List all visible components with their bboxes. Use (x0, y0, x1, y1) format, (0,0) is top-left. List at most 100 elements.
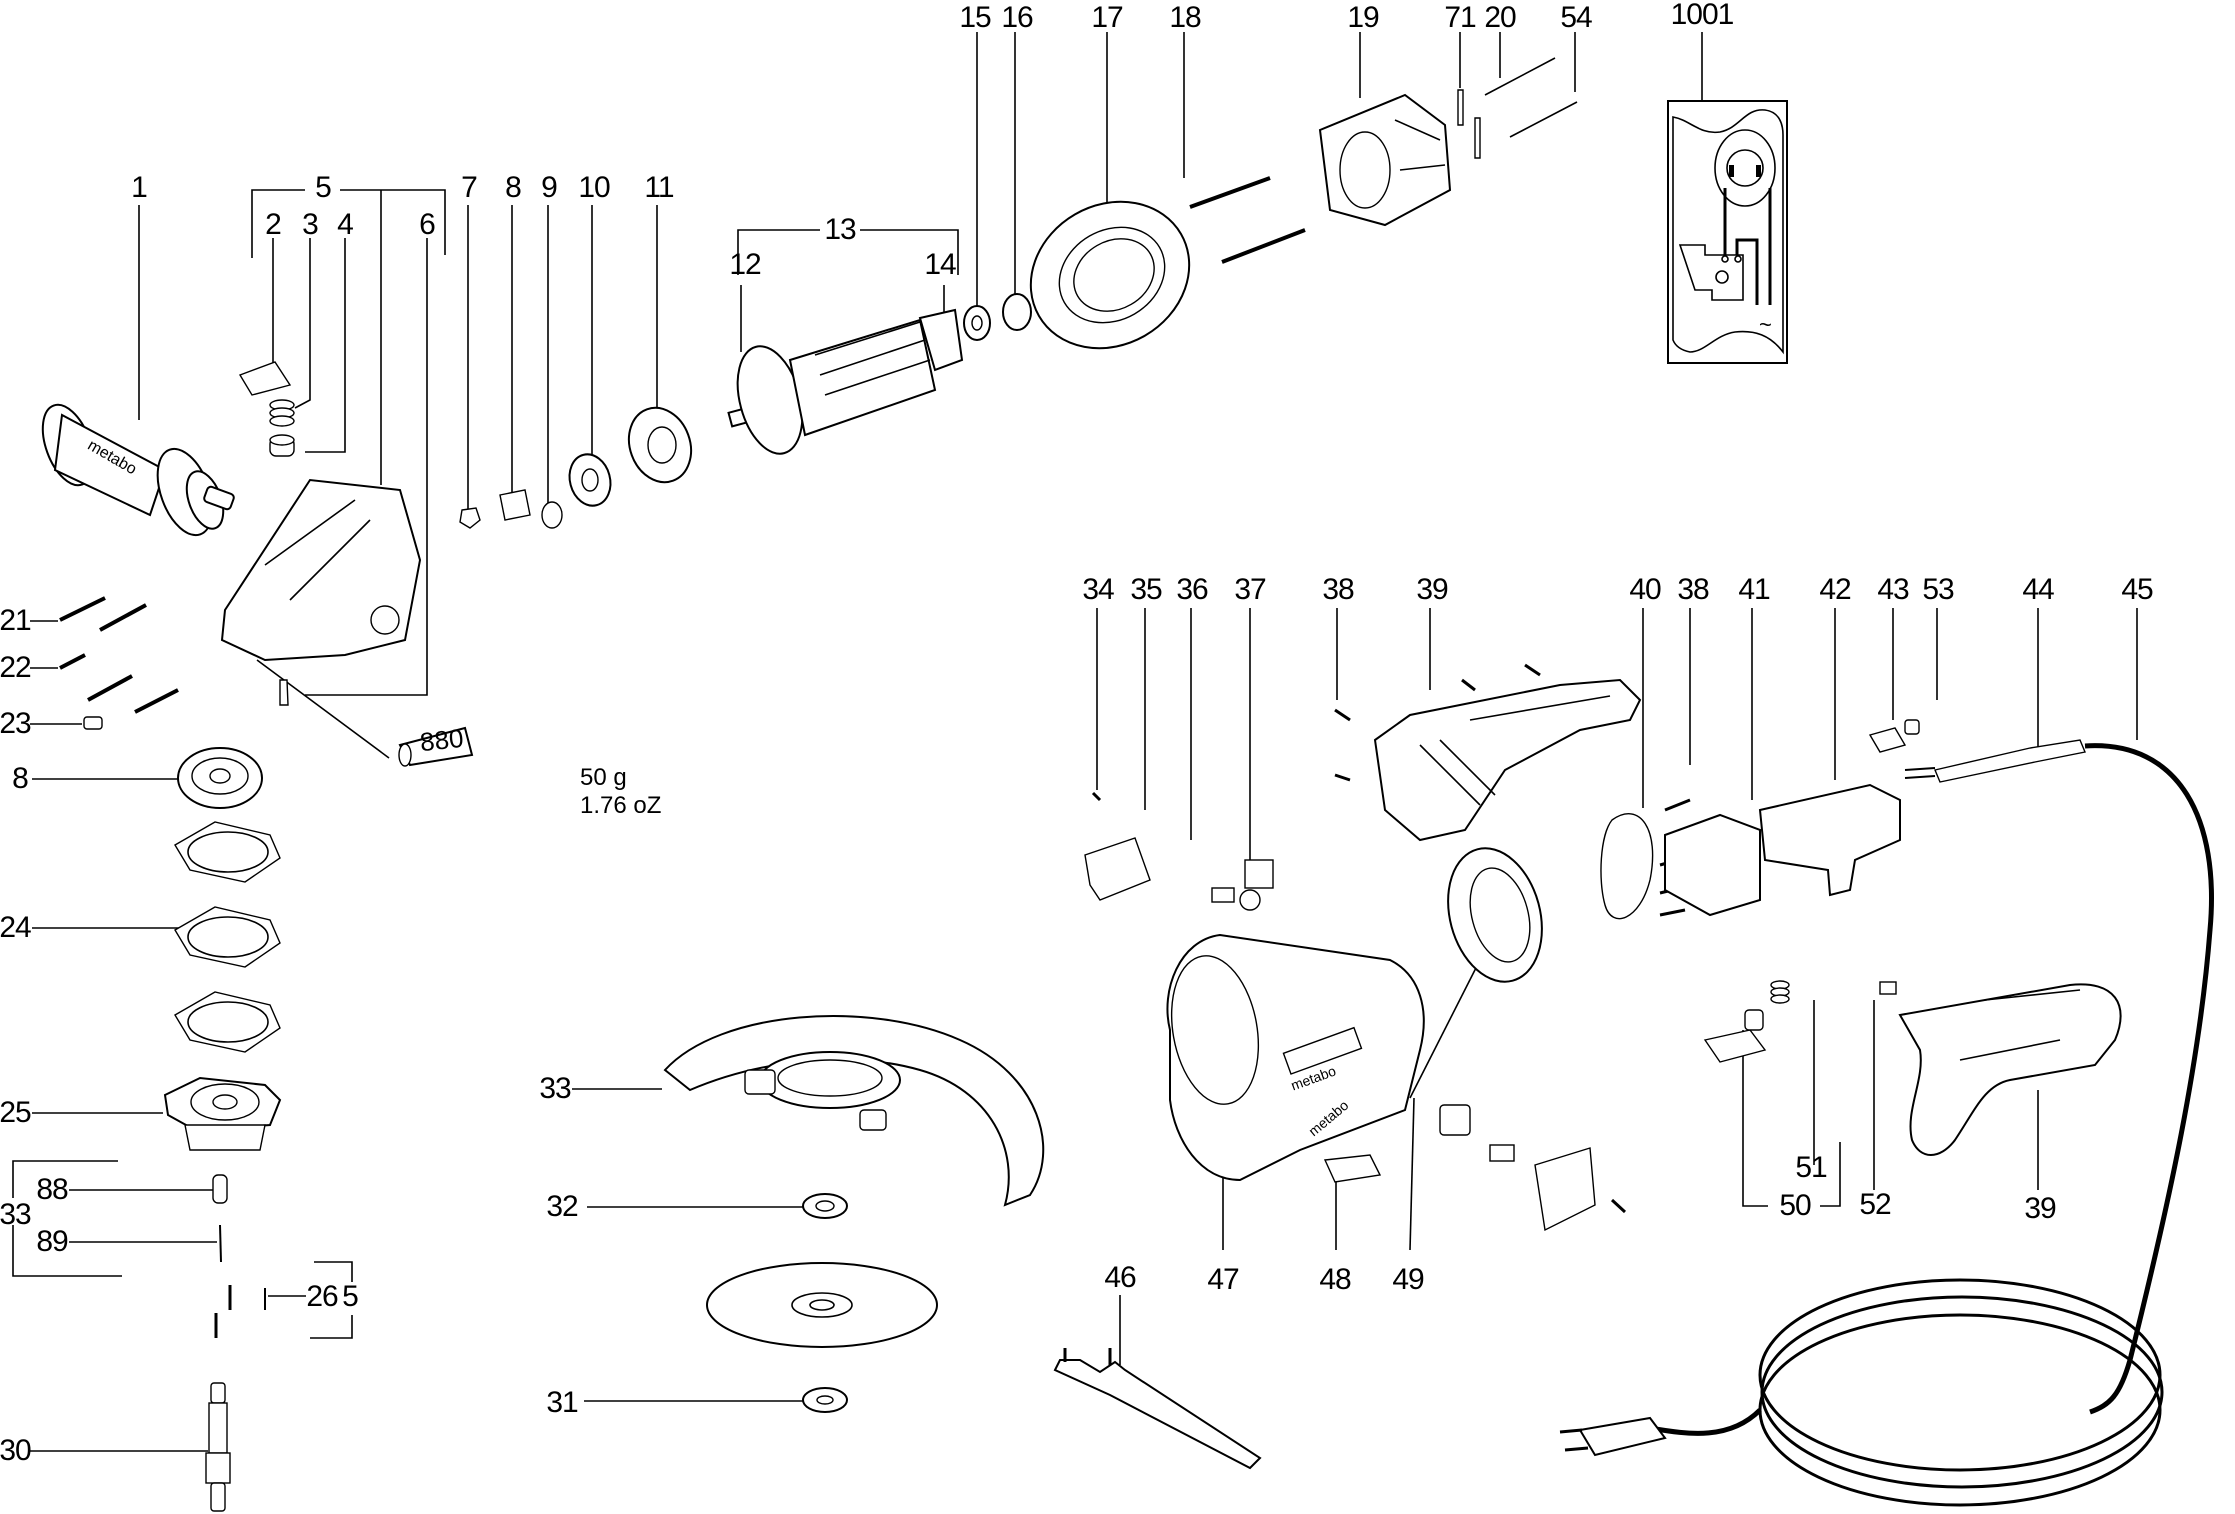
callout-label: 6 (419, 208, 436, 241)
part-brush-cover-35 (1084, 837, 1151, 901)
callout-label: 5 (342, 1280, 359, 1313)
part-spindle-30 (205, 1382, 231, 1512)
part-2 (238, 361, 292, 396)
callout-label: 11 (644, 171, 674, 204)
callout-label: 21 (0, 604, 32, 637)
callout-label: 24 (0, 911, 32, 944)
part-switch-42 (1758, 783, 1901, 897)
callout-label: 14 (924, 248, 956, 281)
callout-label: 31 (546, 1386, 578, 1419)
callout-label: 37 (1234, 573, 1266, 606)
callout-label: 41 (1738, 573, 1770, 606)
callout-label: 44 (2022, 573, 2054, 606)
callout-label: 22 (0, 651, 32, 684)
part-screws-18 (1189, 176, 1306, 264)
callout-label: 8 (12, 762, 29, 795)
callout-label: 38 (1322, 573, 1354, 606)
part-50 (1703, 1029, 1767, 1063)
part-spring-3 (269, 399, 295, 427)
part-spring-51 (1770, 980, 1790, 1004)
callout-label: 16 (1001, 1, 1033, 34)
callout-label: 43 (1877, 573, 1909, 606)
callout-label: 34 (1082, 573, 1114, 606)
part-11 (627, 406, 693, 484)
callout-label: 7 (461, 171, 478, 204)
leader-lines (12, 32, 2138, 1452)
part-bevel-gear-8 (177, 747, 263, 809)
part-brush-36 (1211, 887, 1235, 903)
callout-label: 17 (1091, 1, 1123, 34)
callout-label: 1 (131, 171, 148, 204)
callout-label: 51 (1795, 1151, 1827, 1184)
part-baffle-17 (1029, 200, 1191, 350)
callout-label: 71 (1444, 1, 1476, 34)
part-flange-25 (163, 1076, 282, 1151)
callout-label: 39 (1416, 573, 1448, 606)
callout-label: 49 (1392, 1263, 1424, 1296)
part-wheel-guard-33 (663, 1015, 1045, 1207)
callout-label: 52 (1859, 1188, 1891, 1221)
callout-label: 13 (824, 213, 856, 246)
callout-label: 46 (1104, 1261, 1136, 1294)
part-brush-holder-37 (1239, 859, 1274, 911)
callout-label: 25 (0, 1096, 32, 1129)
callout-label: 48 (1319, 1263, 1351, 1296)
callout-label: 35 (1130, 573, 1162, 606)
callout-label: 36 (1176, 573, 1208, 606)
callout-label: 54 (1560, 1, 1592, 34)
callout-label: 9 (541, 171, 558, 204)
part-4 (269, 434, 295, 457)
callout-label: 19 (1347, 1, 1379, 34)
part-53 (1904, 719, 1920, 735)
part-43 (1868, 727, 1907, 753)
callout-label: 50 (1779, 1189, 1811, 1222)
callout-label: 8 (505, 171, 522, 204)
callout-label: 33 (539, 1072, 571, 1105)
callout-label: 3 (302, 208, 319, 241)
callout-label: 33 (0, 1198, 32, 1231)
callout-label: 12 (729, 248, 761, 281)
part-motor-housing-47 (1166, 933, 1425, 1182)
part-40 (1600, 813, 1654, 920)
grease-tube-880 (398, 726, 474, 767)
part-gaskets-24 (174, 821, 281, 1053)
callout-label: 5 (315, 171, 332, 204)
callout-label: 40 (1629, 573, 1661, 606)
part-71 (1457, 89, 1464, 126)
part-side-handle (41, 403, 235, 537)
part-screws-21-23 (59, 596, 179, 730)
part-88 (212, 1174, 228, 1204)
callout-label: 45 (2121, 573, 2153, 606)
part-clamp-nut-31 (802, 1387, 848, 1413)
part-housing-39 (1373, 678, 1642, 842)
part-wiring-diagram-1001 (1667, 100, 1788, 364)
part-spanner-46 (1053, 1348, 1262, 1470)
part-wire-54 (1509, 101, 1578, 138)
callout-label: 2 (265, 208, 282, 241)
grease-weight-metric: 50 g (580, 764, 627, 791)
part-flange-32 (802, 1193, 848, 1219)
part-label-48 (1323, 1154, 1382, 1183)
callout-label: 53 (1922, 573, 1954, 606)
part-49 (1447, 847, 1543, 983)
callout-label: 32 (546, 1190, 578, 1223)
callout-label: 39 (2024, 1192, 2056, 1225)
callout-label: 10 (578, 171, 610, 204)
callout-label: 42 (1819, 573, 1851, 606)
part-bearing-15 (963, 305, 991, 341)
callout-label: 1001 (1670, 0, 1735, 31)
callout-label: 18 (1169, 1, 1201, 34)
grease-weight-imperial: 1.76 oZ (580, 792, 662, 819)
callout-label: 30 (0, 1434, 32, 1467)
part-bearing-10 (568, 453, 612, 507)
callout-label: 15 (959, 1, 991, 34)
callout-label: 38 (1677, 573, 1709, 606)
part-nut-7 (459, 507, 481, 529)
callout-label: 23 (0, 707, 32, 740)
callout-label: 88 (36, 1173, 68, 1206)
part-cable-45 (1559, 739, 2214, 1507)
part-field-19 (1318, 93, 1452, 227)
part-89 (219, 1224, 222, 1263)
